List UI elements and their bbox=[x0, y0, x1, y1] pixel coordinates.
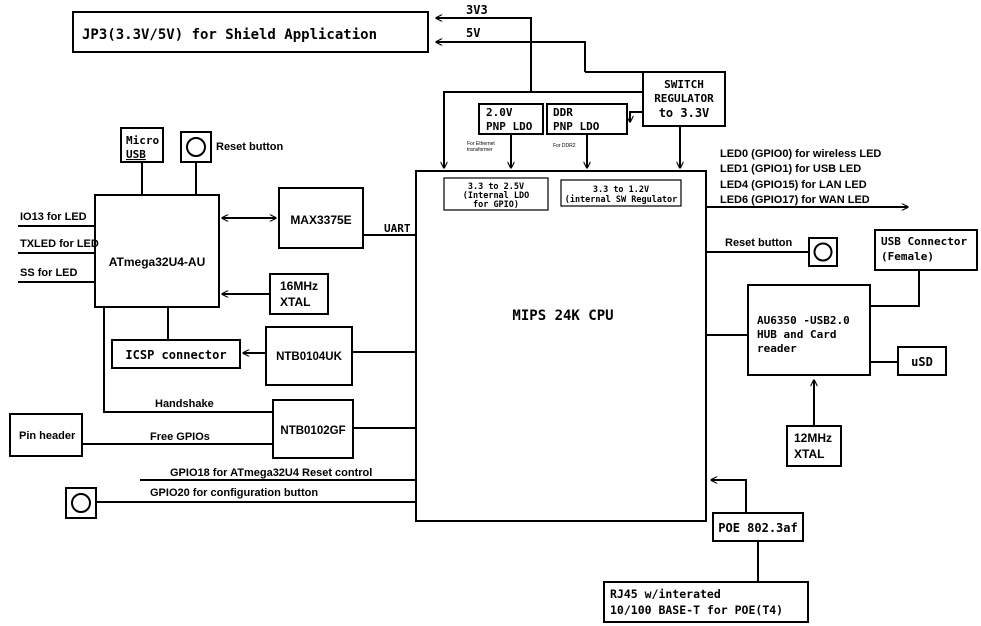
reg-to-ddr-wire bbox=[630, 111, 643, 122]
jp3-block: JP3(3.3V/5V) for Shield Application bbox=[72, 11, 429, 53]
usb-conn-line2: (Female) bbox=[881, 250, 934, 263]
micro-usb-block: Micro USB bbox=[120, 127, 164, 163]
ntb0104uk-block: NTB0104UK bbox=[265, 326, 353, 386]
internal-ldo-block: 3.3 to 2.5V (Internal LDO for GPIO) bbox=[443, 177, 549, 211]
xtal16-line1: 16MHz bbox=[280, 279, 318, 293]
ldo-line3: for GPIO) bbox=[473, 200, 519, 210]
free-gpio-label: Free GPIOs bbox=[150, 431, 210, 443]
pnp-ldo-20-block: 2.0V PNP LDO bbox=[478, 103, 544, 135]
pnp-20-line1: 2.0V bbox=[486, 106, 513, 119]
icsp-connector-block: ICSP connector bbox=[111, 339, 241, 369]
hub-line1: AU6350 -USB2.0 bbox=[757, 314, 850, 327]
max3375e-block: MAX3375E bbox=[278, 187, 364, 249]
xtal16-line2: XTAL bbox=[280, 295, 310, 309]
pnp-ddr-line1: DDR bbox=[553, 106, 573, 119]
hub-line3: reader bbox=[757, 342, 797, 355]
switch-reg-line3: to 3.3V bbox=[659, 106, 710, 120]
reg-out-bus bbox=[444, 91, 643, 168]
cpu-block: MIPS 24K CPU bbox=[415, 170, 707, 522]
usb-conn-line1: USB Connector bbox=[881, 235, 967, 248]
usd-block: uSD bbox=[897, 346, 947, 376]
poe-to-cpu-wire bbox=[711, 480, 747, 513]
pnp-ddr-line2: PNP LDO bbox=[553, 120, 600, 133]
jp3-label: JP3(3.3V/5V) for Shield Application bbox=[82, 27, 377, 43]
poe-block: POE 802.3af bbox=[712, 512, 804, 542]
led4-label: LED4 (GPIO15) for LAN LED bbox=[720, 179, 867, 191]
usb-connector-block: USB Connector (Female) bbox=[874, 229, 978, 271]
rail-3v3-label: 3V3 bbox=[466, 3, 488, 17]
usd-label: uSD bbox=[911, 355, 933, 369]
xtal-16mhz-block: 16MHz XTAL bbox=[269, 273, 329, 315]
txled-label: TXLED for LED bbox=[20, 238, 99, 250]
ntb0102gf-block: NTB0102GF bbox=[272, 399, 354, 459]
rail-5v-label: 5V bbox=[466, 26, 480, 40]
rj45-block: RJ45 w/interated 10/100 BASE-T for POE(T… bbox=[603, 581, 809, 623]
au6350-hub-block: AU6350 -USB2.0 HUB and Card reader bbox=[747, 284, 871, 376]
led1-label: LED1 (GPIO1) for USB LED bbox=[720, 163, 861, 175]
xtal12-line2: XTAL bbox=[794, 447, 824, 461]
led6-label: LED6 (GPIO17) for WAN LED bbox=[720, 194, 870, 206]
pnp-20-line2: PNP LDO bbox=[486, 120, 533, 133]
eth-note-1: For Ethernet bbox=[467, 141, 495, 147]
icsp-label: ICSP connector bbox=[125, 348, 226, 362]
pin-header-label: Pin header bbox=[19, 430, 76, 442]
eth-note-2: transformer bbox=[467, 147, 493, 153]
handshake-wire bbox=[103, 307, 273, 413]
cpu-reset-button-icon[interactable] bbox=[808, 237, 838, 267]
poe-label: POE 802.3af bbox=[718, 521, 797, 535]
ldo-line1: 3.3 to 2.5V bbox=[468, 182, 524, 192]
switch-reg-line2: REGULATOR bbox=[654, 92, 714, 105]
uart-label: UART bbox=[384, 222, 411, 235]
mcu-reset-label: Reset button bbox=[216, 141, 284, 153]
rail-3v3-wire bbox=[436, 18, 532, 92]
led0-label: LED0 (GPIO0) for wireless LED bbox=[720, 148, 881, 160]
pin-header-block: Pin header bbox=[9, 413, 83, 457]
gpio20-label: GPIO20 for configuration button bbox=[150, 487, 318, 499]
xtal12-line1: 12MHz bbox=[794, 431, 832, 445]
rj45-line2: 10/100 BASE-T for POE(T4) bbox=[610, 603, 783, 617]
max3375e-label: MAX3375E bbox=[290, 213, 351, 227]
switch-regulator-block: SWITCH REGULATOR to 3.3V bbox=[642, 71, 726, 127]
sw-line1: 3.3 to 1.2V bbox=[593, 185, 649, 195]
hub-line2: HUB and Card bbox=[757, 328, 836, 341]
io13-label: IO13 for LED bbox=[20, 211, 87, 223]
switch-reg-line1: SWITCH bbox=[664, 78, 704, 91]
cpu-reset-label: Reset button bbox=[725, 237, 793, 249]
pnp-ldo-ddr-block: DDR PNP LDO bbox=[546, 103, 628, 135]
handshake-label: Handshake bbox=[155, 398, 214, 410]
sw-line2: (internal SW Regulator bbox=[565, 194, 678, 205]
ntb0104-label: NTB0104UK bbox=[276, 351, 343, 363]
micro-usb-line1: Micro bbox=[126, 134, 159, 147]
xtal-12mhz-block: 12MHz XTAL bbox=[786, 425, 842, 467]
ddr-note: For DDR2 bbox=[553, 143, 576, 149]
micro-usb-line2: USB bbox=[126, 148, 146, 161]
rj45-line1: RJ45 w/interated bbox=[610, 587, 721, 601]
rail-5v-wire bbox=[436, 42, 586, 72]
gpio18-label: GPIO18 for ATmega32U4 Reset control bbox=[170, 467, 372, 479]
ntb0102-label: NTB0102GF bbox=[280, 425, 345, 437]
mcu-reset-button-icon[interactable] bbox=[180, 131, 212, 163]
internal-sw-block: 3.3 to 1.2V (internal SW Regulator bbox=[560, 179, 682, 207]
atmega-label: ATmega32U4-AU bbox=[109, 255, 205, 269]
config-button-icon[interactable] bbox=[65, 487, 97, 519]
ldo-line2: (Internal LDO bbox=[463, 191, 530, 201]
cpu-label: MIPS 24K CPU bbox=[512, 308, 613, 324]
ss-label: SS for LED bbox=[20, 267, 78, 279]
atmega-block: ATmega32U4-AU bbox=[94, 194, 220, 308]
